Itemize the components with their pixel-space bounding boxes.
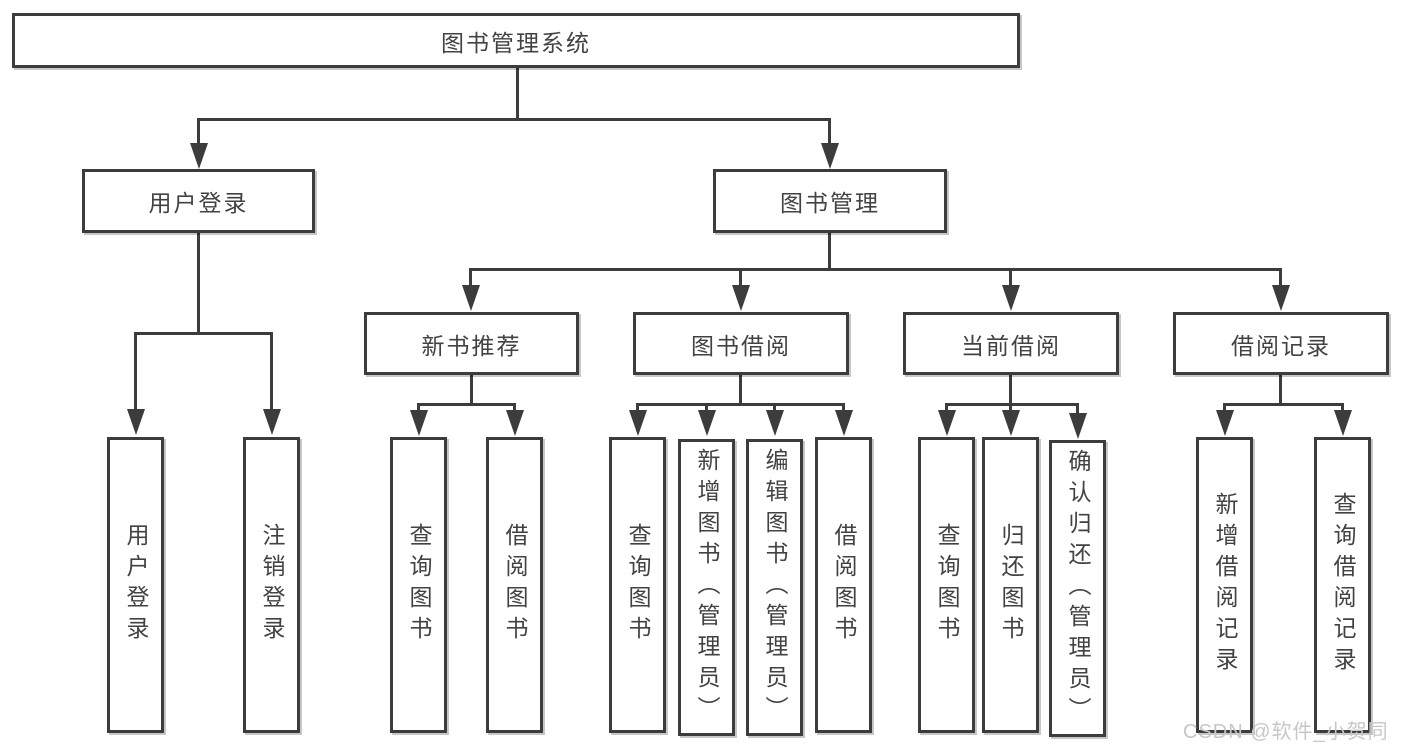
leaf-label: 查询图书 xyxy=(934,523,960,647)
connector-line xyxy=(1009,405,1012,412)
leaf-query-books-2: 查询图书 xyxy=(609,437,666,733)
connector-line xyxy=(1279,375,1282,405)
arrowhead-icon xyxy=(766,410,784,436)
arrowhead-icon xyxy=(410,410,428,436)
arrowhead-icon xyxy=(1002,285,1020,311)
node-label: 图书借阅 xyxy=(691,332,791,359)
leaf-label: 借阅图书 xyxy=(831,523,857,647)
connector-line xyxy=(470,375,473,405)
leaf-user-login: 用户登录 xyxy=(107,437,164,733)
leaf-edit-book-admin: 编辑图书（管理员） xyxy=(746,439,803,736)
leaf-confirm-return-admin: 确认归还（管理员） xyxy=(1049,440,1106,737)
connector-line xyxy=(773,405,776,412)
node-label: 用户登录 xyxy=(148,190,249,216)
connector-line xyxy=(513,405,516,412)
node-book-management: 图书管理 xyxy=(713,169,947,233)
connector-line xyxy=(1009,375,1012,405)
connector-line xyxy=(636,405,639,412)
connector-line xyxy=(828,120,831,144)
connector-line xyxy=(417,403,516,406)
arrowhead-icon xyxy=(1069,413,1087,439)
node-book-borrow: 图书借阅 xyxy=(633,312,849,375)
leaf-label: 借阅图书 xyxy=(502,523,528,647)
connector-line xyxy=(469,270,472,286)
arrowhead-icon xyxy=(732,285,750,311)
arrowhead-icon xyxy=(821,143,839,169)
leaf-query-borrow-record: 查询借阅记录 xyxy=(1314,437,1371,733)
leaf-return-book: 归还图书 xyxy=(982,437,1039,733)
connector-line xyxy=(1279,270,1282,286)
node-user-login: 用户登录 xyxy=(82,169,315,233)
arrowhead-icon xyxy=(1216,410,1234,436)
connector-line xyxy=(197,233,200,334)
connector-line xyxy=(945,405,948,412)
connector-line xyxy=(842,405,845,412)
node-borrow-records: 借阅记录 xyxy=(1173,312,1389,375)
leaf-query-books-1: 查询图书 xyxy=(390,437,447,733)
connector-line xyxy=(197,120,200,144)
leaf-logout: 注销登录 xyxy=(243,437,300,733)
node-new-book-recommend: 新书推荐 xyxy=(364,312,579,375)
arrowhead-icon xyxy=(1002,410,1020,436)
node-label: 当前借阅 xyxy=(961,332,1061,359)
leaf-label: 查询图书 xyxy=(625,523,651,647)
arrowhead-icon xyxy=(462,285,480,311)
arrowhead-icon xyxy=(263,409,281,435)
node-label: 图书管理系统 xyxy=(441,29,591,56)
connector-line xyxy=(516,68,519,120)
arrowhead-icon xyxy=(1272,285,1290,311)
node-current-borrow: 当前借阅 xyxy=(903,312,1119,375)
connector-line xyxy=(469,268,1282,271)
leaf-label: 新增图书（管理员） xyxy=(694,448,720,727)
connector-line xyxy=(705,405,708,412)
connector-line xyxy=(1223,403,1344,406)
leaf-borrow-books-1: 借阅图书 xyxy=(486,437,543,733)
leaf-label: 归还图书 xyxy=(998,523,1024,647)
connector-line xyxy=(134,332,273,335)
leaf-add-borrow-record: 新增借阅记录 xyxy=(1196,437,1253,733)
leaf-label: 用户登录 xyxy=(123,523,149,647)
connector-line xyxy=(739,270,742,286)
arrowhead-icon xyxy=(1334,410,1352,436)
leaf-label: 查询图书 xyxy=(406,523,432,647)
connector-line xyxy=(1341,405,1344,412)
connector-line xyxy=(636,403,845,406)
leaf-label: 注销登录 xyxy=(259,523,285,647)
leaf-borrow-books-2: 借阅图书 xyxy=(815,437,872,733)
connector-line xyxy=(1223,405,1226,412)
leaf-label: 确认归还（管理员） xyxy=(1065,449,1091,728)
arrowhead-icon xyxy=(835,410,853,436)
leaf-label: 新增借阅记录 xyxy=(1212,492,1238,678)
connector-line xyxy=(197,118,831,121)
connector-line xyxy=(945,403,1079,406)
arrowhead-icon xyxy=(190,143,208,169)
leaf-add-book-admin: 新增图书（管理员） xyxy=(678,439,735,736)
arrowhead-icon xyxy=(938,410,956,436)
arrowhead-icon xyxy=(629,410,647,436)
node-label: 图书管理 xyxy=(780,190,880,216)
connector-line xyxy=(134,334,137,410)
connector-line xyxy=(1076,405,1079,414)
leaf-query-books-3: 查询图书 xyxy=(918,437,975,733)
node-root: 图书管理系统 xyxy=(12,13,1020,68)
arrowhead-icon xyxy=(698,410,716,436)
connector-line xyxy=(828,233,831,270)
connector-line xyxy=(417,405,420,412)
arrowhead-icon xyxy=(506,410,524,436)
node-label: 新书推荐 xyxy=(421,332,522,359)
arrowhead-icon xyxy=(127,409,145,435)
connector-line xyxy=(270,334,273,410)
leaf-label: 编辑图书（管理员） xyxy=(762,448,788,727)
connector-line xyxy=(739,375,742,405)
leaf-label: 查询借阅记录 xyxy=(1330,492,1356,678)
node-label: 借阅记录 xyxy=(1231,332,1331,359)
connector-line xyxy=(1009,270,1012,286)
watermark: CSDN @软件_小贺同学 xyxy=(1183,721,1389,743)
